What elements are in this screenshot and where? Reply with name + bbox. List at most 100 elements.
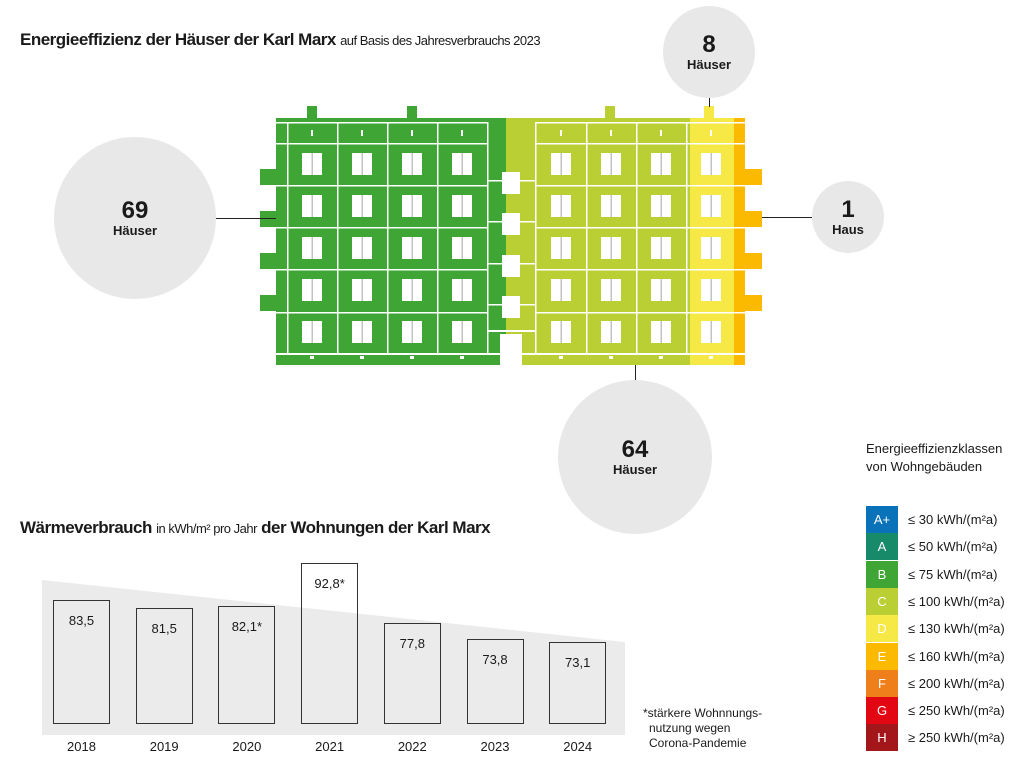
vent — [710, 130, 712, 136]
window — [452, 153, 472, 175]
class-range: ≤ 250 kWh/(m²a) — [908, 703, 1005, 719]
vent — [610, 130, 612, 136]
window — [551, 153, 571, 175]
wall-line — [287, 122, 289, 353]
window — [651, 321, 671, 343]
window — [302, 279, 322, 301]
window — [302, 321, 322, 343]
window — [601, 195, 621, 217]
window — [452, 195, 472, 217]
footnote-line: Corona-Pandemie — [649, 736, 747, 750]
window — [352, 195, 372, 217]
bar-2024: 73,1 — [549, 641, 607, 724]
footnote-line: nutzung wegen — [649, 721, 731, 735]
vent — [410, 356, 414, 359]
wall-line — [487, 122, 489, 353]
class-range: ≤ 130 kWh/(m²a) — [908, 621, 1005, 637]
bubble-label: Häuser — [686, 56, 732, 72]
class-swatch: G — [866, 697, 898, 725]
bar-value-label: 92,8* — [314, 575, 345, 591]
wall-line — [387, 122, 389, 353]
wall-line — [437, 122, 439, 353]
window — [601, 153, 621, 175]
stair-window — [502, 255, 520, 277]
window — [651, 237, 671, 259]
vent — [709, 356, 713, 359]
window — [402, 153, 422, 175]
connector-line — [709, 97, 710, 107]
class-swatch: A+ — [866, 506, 898, 533]
legend-row: E≤ 160 kWh/(m²a) — [866, 642, 1005, 670]
class-swatch: A — [866, 533, 898, 561]
class-range: ≥ 250 kWh/(m²a) — [908, 730, 1005, 746]
connector-line — [762, 217, 812, 218]
window — [402, 195, 422, 217]
window — [701, 237, 721, 259]
title-sub: auf Basis des Jahresverbrauchs 2023 — [340, 33, 541, 48]
window — [701, 321, 721, 343]
vent — [560, 130, 562, 136]
window — [701, 279, 721, 301]
window — [651, 279, 671, 301]
legend-row: H≥ 250 kWh/(m²a) — [866, 724, 1005, 752]
class-range: ≤ 200 kWh/(m²a) — [908, 675, 1005, 691]
window — [551, 237, 571, 259]
class-swatch: F — [866, 669, 898, 697]
x-tick-label: 2021 — [315, 739, 345, 754]
window — [302, 153, 322, 175]
wall-line — [337, 122, 339, 353]
chimney — [307, 106, 317, 118]
bubble-label: Haus — [832, 221, 864, 237]
legend-row: A+ ≤ 30 kWh/(m²a) — [866, 506, 997, 533]
window — [551, 279, 571, 301]
title-main: Energieeffizienz der Häuser der Karl Mar… — [20, 30, 336, 49]
window — [352, 153, 372, 175]
class-range: ≤ 160 kWh/(m²a) — [908, 648, 1005, 664]
legend-row: C≤ 100 kWh/(m²a) — [866, 587, 1005, 615]
x-tick-label: 2024 — [563, 739, 593, 754]
legend-row: D ≤ 130 kWh/(m²a) — [866, 615, 1005, 643]
legend-row: G ≤ 250 kWh/(m²a) — [866, 697, 1005, 725]
chart-title-unit: in kWh/m² pro Jahr — [156, 521, 257, 536]
connector-line — [635, 365, 636, 381]
vent — [311, 130, 313, 136]
bubble-label: Häuser — [612, 461, 658, 477]
bar-value-label: 73,1 — [565, 654, 591, 670]
chimney — [605, 106, 615, 118]
building-illustration — [260, 106, 762, 365]
window — [302, 195, 322, 217]
entrance-door — [500, 334, 522, 365]
bubble-count: 64 — [621, 435, 649, 463]
bar-2020: 82,1* — [218, 605, 276, 724]
class-swatch: D — [866, 615, 898, 643]
window — [452, 321, 472, 343]
balcony — [745, 253, 762, 269]
stair-window — [502, 172, 520, 194]
chart-title-bold: Wärmeverbrauch — [20, 518, 152, 537]
vent — [460, 356, 464, 359]
vent — [559, 356, 563, 359]
floor-line — [535, 312, 745, 314]
chimney — [704, 106, 714, 118]
class-range: ≤ 100 kWh/(m²a) — [908, 593, 1005, 609]
floor-line — [276, 143, 487, 145]
class-range: ≤ 50 kWh/(m²a) — [908, 539, 998, 555]
vent — [461, 130, 463, 136]
vent — [310, 356, 314, 359]
vent — [361, 130, 363, 136]
bubble-count: 69 — [121, 196, 149, 224]
floor-line — [535, 143, 745, 145]
balcony — [260, 169, 277, 185]
legend-row: A ≤ 50 kWh/(m²a) — [866, 533, 998, 561]
bubble-label: Häuser — [112, 222, 158, 238]
window — [551, 195, 571, 217]
window — [701, 153, 721, 175]
floor-line — [276, 227, 487, 229]
class-range: ≤ 30 kWh/(m²a) — [908, 512, 998, 527]
floor-line — [535, 185, 745, 187]
floor-line — [276, 122, 487, 124]
